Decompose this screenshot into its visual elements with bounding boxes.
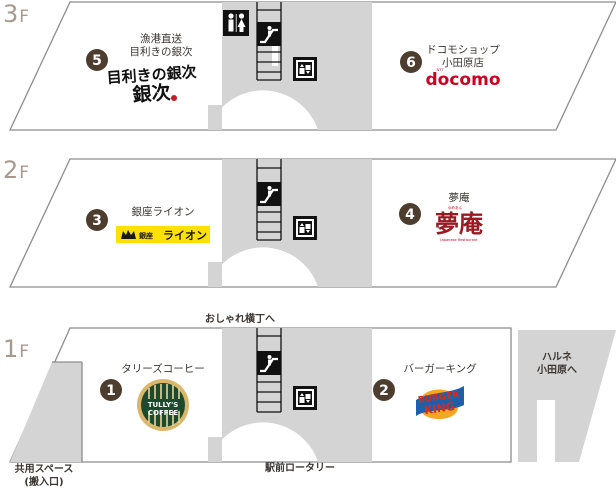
escalator-icon (257, 22, 281, 46)
lion-logo-small: 銀座 (139, 231, 153, 240)
shop-3-name: 銀座ライオン (132, 205, 195, 218)
docomo-logo: docomo (426, 70, 501, 90)
restroom-icon (223, 10, 249, 36)
bk-logo-text2: KING (423, 400, 455, 417)
floor-2f-label: 2F (3, 156, 29, 184)
escalator-icon (257, 351, 281, 375)
tullys-logo-text: TULLY'S (148, 401, 179, 409)
shop-3-number: 3 (92, 213, 102, 229)
shop-burger-king[interactable]: 2 バーガーキング BURGER KING (373, 362, 477, 419)
shop-5-number: 5 (92, 53, 102, 69)
shop-4-badge (399, 203, 421, 225)
shop-1-number: 1 (106, 383, 116, 399)
shop-5-name-line2: 目利きの銀次 (130, 45, 193, 58)
shop-3-badge (86, 209, 108, 231)
shared-space-label-line2: (搬入口) (24, 475, 63, 488)
shop-6-badge (400, 51, 422, 73)
shop-2-name: バーガーキング (403, 362, 477, 375)
shop-2-badge (373, 379, 395, 401)
shop-docomo[interactable]: 6 ドコモショップ 小田原店 NTT docomo (400, 44, 501, 90)
harune-corridor (537, 400, 555, 462)
burger-king-logo: BURGER KING (416, 386, 464, 419)
floor-2f: 2F 3 銀座ライオン 銀座 ライオン 4 夢庵 ゆめあん 夢庵 Japanes… (3, 156, 616, 288)
shop-2-number: 2 (379, 383, 389, 399)
shop-6-name-line1: ドコモショップ (426, 44, 500, 56)
shop-ginza-lion[interactable]: 3 銀座ライオン 銀座 ライオン (86, 205, 210, 243)
harune-label-line1: ハルネ (542, 351, 572, 363)
yumean-subtext: Japanese Restaurant (439, 238, 478, 242)
shop-1-name: タリーズコーヒー (121, 362, 204, 375)
escalator-icon (257, 182, 281, 206)
shop-5-badge (86, 49, 108, 71)
elevator-icon (293, 216, 317, 240)
yumean-ruby: ゆめあん (448, 205, 463, 210)
floor-1f-core (208, 328, 372, 462)
docomo-ntt: NTT (436, 68, 444, 72)
tullys-logo-subtext: COFFEE (148, 409, 178, 417)
floor-3f-label: 3F (3, 0, 29, 28)
shop-4-number: 4 (405, 207, 415, 223)
floor-1f: ハルネ 小田原へ 1F おしゃれ横丁へ 駅前ロータリー 共用スペース (搬入口)… (3, 312, 616, 488)
shared-space-area (10, 362, 82, 462)
shop-4-name: 夢庵 (449, 191, 470, 204)
floor-3f-core-step (208, 105, 222, 130)
shop-tullys[interactable]: 1 タリーズコーヒー TULLY'S COFFEE (100, 362, 205, 431)
shop-6-number: 6 (406, 55, 416, 71)
lion-logo-text: ライオン (163, 229, 207, 242)
shop-yumean[interactable]: 4 夢庵 ゆめあん 夢庵 Japanese Restaurant (399, 191, 484, 242)
ginza-lion-logo: 銀座 ライオン (116, 226, 210, 243)
tullys-logo: TULLY'S COFFEE (137, 379, 189, 431)
bottom-exit-label[interactable]: 駅前ロータリー (264, 461, 335, 474)
floor-2f-core (208, 159, 372, 287)
floor-3f: 3F 5 漁港直送 目利きの銀次 目利きの銀次 銀次 6 ドコモショップ 小田原… (3, 0, 616, 131)
shared-space-label-line1: 共用スペース (15, 462, 74, 475)
harune-label-line2: 小田原へ (536, 363, 577, 376)
svg-text:銀次: 銀次 (132, 81, 172, 107)
elevator-icon (293, 386, 317, 410)
shop-5-name-line1: 漁港直送 (140, 32, 182, 45)
harune-passage (518, 330, 616, 462)
yumean-logo: 夢庵 (435, 209, 484, 238)
shop-1-badge (100, 379, 122, 401)
top-exit-label[interactable]: おしゃれ横丁へ (205, 312, 275, 325)
elevator-icon (293, 57, 317, 81)
floor-1f-label: 1F (3, 335, 29, 363)
shop-6-name-line2: 小田原店 (442, 56, 484, 69)
